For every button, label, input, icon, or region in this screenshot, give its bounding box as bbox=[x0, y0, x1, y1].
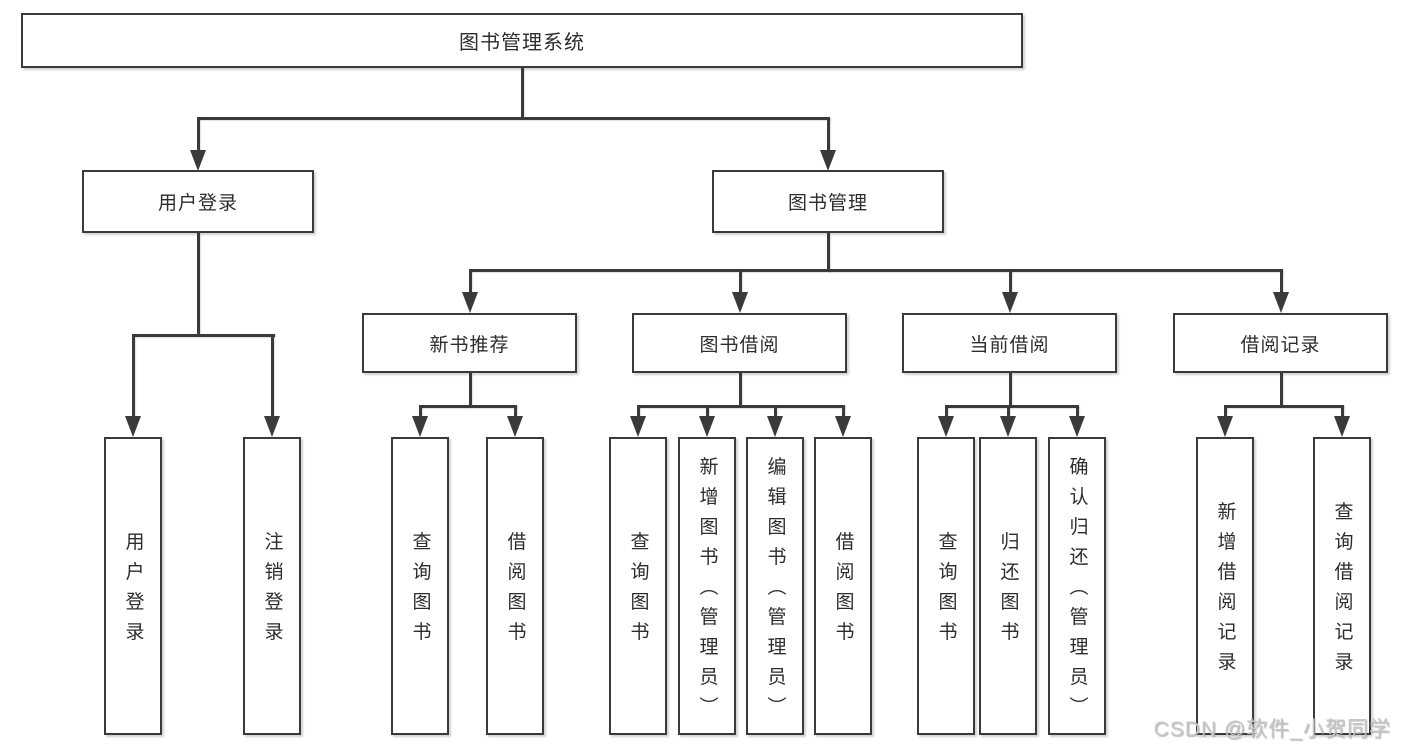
connector-line bbox=[1223, 405, 1344, 408]
node-book-borrowing: 图书借阅 bbox=[632, 313, 847, 373]
leaf-query-books-borrowing: 查询图书 bbox=[609, 437, 667, 735]
connector-line bbox=[1279, 269, 1283, 294]
leaf-query-books-current: 查询图书 bbox=[917, 437, 975, 735]
arrow-down-icon bbox=[732, 292, 748, 313]
arrow-down-icon bbox=[462, 292, 478, 313]
leaf-borrow-books: 借阅图书 bbox=[814, 437, 872, 735]
connector-line bbox=[131, 334, 275, 337]
leaf-label: 归还图书 bbox=[997, 531, 1019, 652]
connector-line bbox=[944, 405, 948, 418]
arrow-down-icon bbox=[1002, 292, 1018, 313]
leaf-add-books-admin: 新增图书（管理员） bbox=[678, 437, 736, 735]
arrow-down-icon bbox=[264, 416, 280, 437]
connector-line bbox=[1006, 405, 1010, 418]
node-current-borrowing: 当前借阅 bbox=[902, 313, 1117, 373]
leaf-label: 借阅图书 bbox=[832, 531, 854, 652]
connector-line bbox=[1008, 269, 1012, 294]
leaf-label: 查询图书 bbox=[409, 531, 431, 652]
connector-line bbox=[196, 117, 200, 151]
leaf-label: 确认归还（管理员） bbox=[1066, 456, 1088, 727]
connector-line bbox=[1008, 373, 1012, 407]
node-user-login: 用户登录 bbox=[82, 170, 314, 233]
connector-line bbox=[1340, 405, 1344, 418]
connector-line bbox=[468, 373, 472, 407]
connector-line bbox=[826, 117, 830, 151]
connector-line bbox=[468, 269, 1283, 272]
connector-line bbox=[131, 334, 135, 418]
csdn-watermark: CSDN @软件_小贺同学 bbox=[1153, 718, 1391, 741]
connector-line bbox=[738, 269, 742, 294]
node-library-management-system: 图书管理系统 bbox=[21, 13, 1023, 68]
connector-line bbox=[705, 405, 709, 418]
arrow-down-icon bbox=[1000, 416, 1016, 437]
leaf-label: 新增借阅记录 bbox=[1214, 501, 1236, 682]
connector-line bbox=[826, 233, 830, 272]
arrow-down-icon bbox=[1069, 416, 1085, 437]
connector-line bbox=[1223, 405, 1227, 418]
leaf-label: 查询借阅记录 bbox=[1331, 501, 1353, 682]
connector-line bbox=[773, 405, 777, 418]
leaf-logout: 注销登录 bbox=[243, 437, 301, 735]
leaf-return-books: 归还图书 bbox=[979, 437, 1037, 735]
connector-line bbox=[636, 405, 640, 418]
leaf-label: 查询图书 bbox=[627, 531, 649, 652]
leaf-confirm-return-admin: 确认归还（管理员） bbox=[1048, 437, 1106, 735]
connector-line bbox=[468, 269, 472, 294]
connector-line bbox=[841, 405, 845, 418]
arrow-down-icon bbox=[1217, 416, 1233, 437]
arrow-down-icon bbox=[820, 150, 836, 171]
arrow-down-icon bbox=[938, 416, 954, 437]
arrow-down-icon bbox=[767, 416, 783, 437]
connector-line bbox=[418, 405, 517, 408]
arrow-down-icon bbox=[1334, 416, 1350, 437]
node-book-management: 图书管理 bbox=[712, 170, 944, 233]
connector-line bbox=[196, 117, 830, 120]
arrow-down-icon bbox=[125, 416, 141, 437]
leaf-query-borrow-record: 查询借阅记录 bbox=[1313, 437, 1371, 735]
leaf-borrow-books-recommend: 借阅图书 bbox=[486, 437, 544, 735]
leaf-add-borrow-record: 新增借阅记录 bbox=[1196, 437, 1254, 735]
leaf-label: 编辑图书（管理员） bbox=[764, 456, 786, 727]
arrow-down-icon bbox=[190, 150, 206, 171]
connector-line bbox=[1075, 405, 1079, 418]
leaf-label: 新增图书（管理员） bbox=[696, 456, 718, 727]
connector-line bbox=[270, 334, 274, 418]
connector-line bbox=[520, 68, 524, 118]
connector-line bbox=[944, 405, 1079, 408]
leaf-user-login: 用户登录 bbox=[104, 437, 162, 735]
arrow-down-icon bbox=[630, 416, 646, 437]
connector-line bbox=[196, 233, 200, 336]
connector-line bbox=[738, 373, 742, 407]
connector-line bbox=[418, 405, 422, 418]
leaf-label: 用户登录 bbox=[122, 531, 144, 652]
arrow-down-icon bbox=[1273, 292, 1289, 313]
connector-line bbox=[1279, 373, 1283, 407]
leaf-label: 查询图书 bbox=[935, 531, 957, 652]
leaf-label: 注销登录 bbox=[261, 531, 283, 652]
arrow-down-icon bbox=[412, 416, 428, 437]
node-new-book-recommend: 新书推荐 bbox=[362, 313, 577, 373]
leaf-label: 借阅图书 bbox=[504, 531, 526, 652]
leaf-query-books-recommend: 查询图书 bbox=[391, 437, 449, 735]
leaf-edit-books-admin: 编辑图书（管理员） bbox=[746, 437, 804, 735]
arrow-down-icon bbox=[507, 416, 523, 437]
node-borrow-records: 借阅记录 bbox=[1173, 313, 1388, 373]
connector-line bbox=[636, 405, 845, 408]
connector-line bbox=[513, 405, 517, 418]
arrow-down-icon bbox=[699, 416, 715, 437]
arrow-down-icon bbox=[835, 416, 851, 437]
